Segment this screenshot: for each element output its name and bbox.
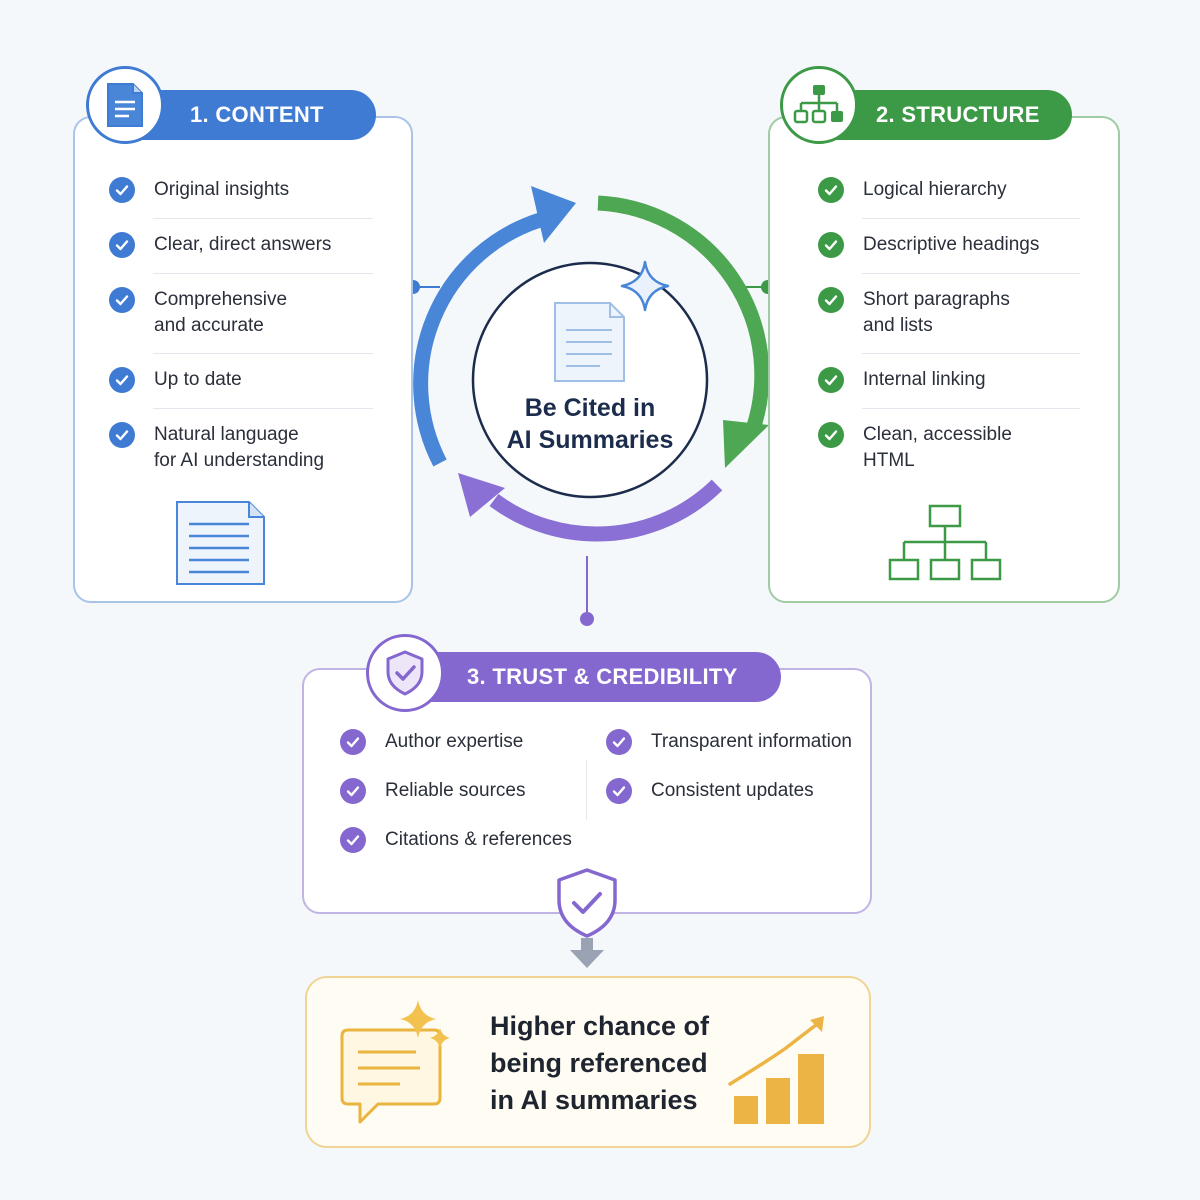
column-divider [586,760,587,820]
item-label: Logical hierarchy [863,179,1007,200]
list-item: Logical hierarchy [818,177,1007,203]
cycle-arrow-green [597,195,770,468]
check-icon [109,232,135,258]
check-icon [818,177,844,203]
list-item: Up to date [109,367,242,393]
sparkle-icon [620,260,670,312]
divider [153,408,373,409]
content-title: 1. CONTENT [190,102,324,127]
list-item: Short paragraphs and lists [818,287,1010,339]
structure-badge [780,66,858,144]
divider [862,273,1080,274]
content-badge [86,66,164,144]
growth-chart-icon [728,1016,824,1124]
check-icon [109,287,135,313]
trust-header: 3. TRUST & CREDIBILITY [405,652,781,702]
trust-title: 3. TRUST & CREDIBILITY [467,664,738,689]
list-item: Citations & references [340,827,572,853]
item-label: Consistent updates [651,780,814,801]
check-icon [109,177,135,203]
divider [153,353,373,354]
check-icon [818,367,844,393]
item-label: Natural language for AI understanding [154,424,325,471]
result-text: Higher chance of being referenced in AI … [490,1011,710,1115]
check-icon [818,422,844,448]
center-title: Be Cited in AI Summaries [506,394,674,454]
divider [153,218,373,219]
list-item: Original insights [109,177,289,203]
divider [862,218,1080,219]
list-item: Descriptive headings [818,232,1039,258]
item-label: Short paragraphs and lists [863,289,1010,336]
chat-bubble-sparkle-icon [340,1000,450,1124]
list-item: Natural language for AI understanding [109,422,324,474]
shield-check-icon [386,650,424,696]
check-icon [340,778,366,804]
document-icon [554,302,625,382]
sitemap-icon [793,85,843,124]
check-icon [606,729,632,755]
list-item: Comprehensive and accurate [109,287,287,339]
item-label: Transparent information [651,731,853,752]
list-item: Consistent updates [606,778,814,804]
list-item: Internal linking [818,367,986,393]
check-icon [818,232,844,258]
check-icon [109,367,135,393]
item-label: Clear, direct answers [154,234,332,255]
item-label: Comprehensive and accurate [154,289,288,336]
shield-check-icon [557,868,617,938]
list-item: Clean, accessible HTML [818,422,1012,474]
cycle-arrow-blue [413,186,576,467]
divider [153,273,373,274]
check-icon [340,729,366,755]
list-item: Clear, direct answers [109,232,331,258]
divider [862,408,1080,409]
item-label: Original insights [154,179,290,200]
sitemap-icon [888,504,1002,581]
check-icon [340,827,366,853]
item-label: Author expertise [385,731,524,752]
divider [862,353,1080,354]
item-label: Clean, accessible HTML [863,424,1012,471]
item-label: Up to date [154,369,242,390]
item-label: Citations & references [385,829,572,850]
item-label: Reliable sources [385,780,526,801]
cycle-arrow-purple [458,473,723,542]
structure-title: 2. STRUCTURE [876,102,1040,127]
check-icon [606,778,632,804]
item-label: Descriptive headings [863,234,1040,255]
document-icon [176,501,265,585]
connector-trust [580,556,594,626]
list-item: Transparent information [606,729,852,755]
check-icon [818,287,844,313]
list-item: Author expertise [340,729,523,755]
check-icon [109,422,135,448]
down-arrow-icon [570,938,604,968]
document-icon [107,83,143,127]
item-label: Internal linking [863,369,986,390]
trust-badge [366,634,444,712]
list-item: Reliable sources [340,778,525,804]
